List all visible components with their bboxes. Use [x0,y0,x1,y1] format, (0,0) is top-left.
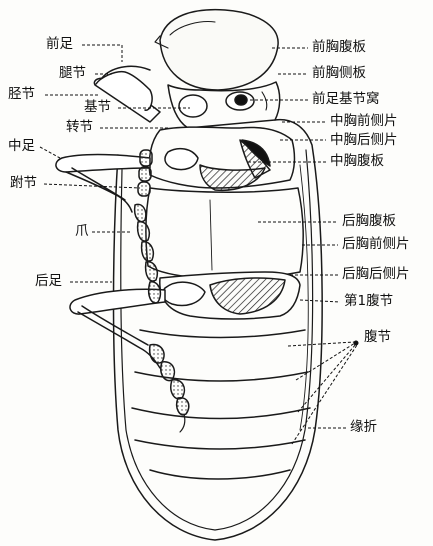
label-mesosternum: 中胸腹板 [330,155,384,169]
hindleg-tarsus-3 [171,380,185,399]
leader-midleg [40,147,60,158]
label-trochanter: 转节 [66,121,93,135]
leader-abd1 [300,300,340,302]
abdominal-segment-6 [150,470,290,479]
label-coxa: 基节 [84,101,111,115]
hindleg-tarsus-1 [150,344,164,363]
abdominal-leader-junction [354,341,359,346]
label-hindleg: 后足 [35,275,62,289]
midleg-tarsus-1 [140,150,152,166]
midleg-tarsus-2 [139,167,151,181]
label-mesepimeron: 中胸后侧片 [330,134,398,148]
label-metepisternum: 后胸前侧片 [342,238,410,252]
left-procoxa [179,95,207,117]
midleg-tarsus-chain-5 [149,282,161,303]
midleg-femur [56,155,150,172]
leader-foreleg [82,45,122,62]
leader-abd-c [298,344,356,412]
label-metasternum: 后胸腹板 [342,215,396,229]
label-midleg: 中足 [8,140,35,154]
label-tarsus: 跗节 [10,177,37,191]
hindleg-tarsus-4 [177,398,189,415]
label-abdominal-segment-1: 第1腹节 [344,295,393,309]
head [160,10,278,90]
metathorax [146,188,303,279]
label-foreleg: 前足 [46,38,73,52]
leader-abd-d [292,345,357,444]
midleg-tarsus-chain-1 [135,204,146,221]
abdominal-segment-5 [135,440,305,449]
leader-abd-b [296,343,355,380]
label-epipleuron: 缘折 [350,421,377,435]
label-procoxal-cavity: 前足基节窝 [312,93,380,107]
label-claw: 爪 [75,225,89,239]
label-tibia: 胫节 [8,88,35,102]
label-mesepisternum: 中胸前侧片 [330,115,398,129]
mesocoxa-left [165,149,198,170]
label-metepimeron: 后胸后侧片 [342,268,410,282]
procoxal-cavity-dark [235,95,247,105]
label-abdominal-segments: 腹节 [364,331,391,345]
hindleg-tibia-2 [82,306,148,345]
label-femur: 腿节 [59,67,86,81]
hindleg-tarsus-2 [161,362,175,381]
midleg-tarsus-3 [138,182,150,196]
abdominal-segment-2 [140,330,305,338]
leader-tarsus [44,184,140,188]
label-propleuron: 前胸侧板 [312,67,366,81]
label-prosternum: 前胸腹板 [312,41,366,55]
hindleg-tibia [78,312,160,368]
abdominal-segment-4 [132,408,310,419]
